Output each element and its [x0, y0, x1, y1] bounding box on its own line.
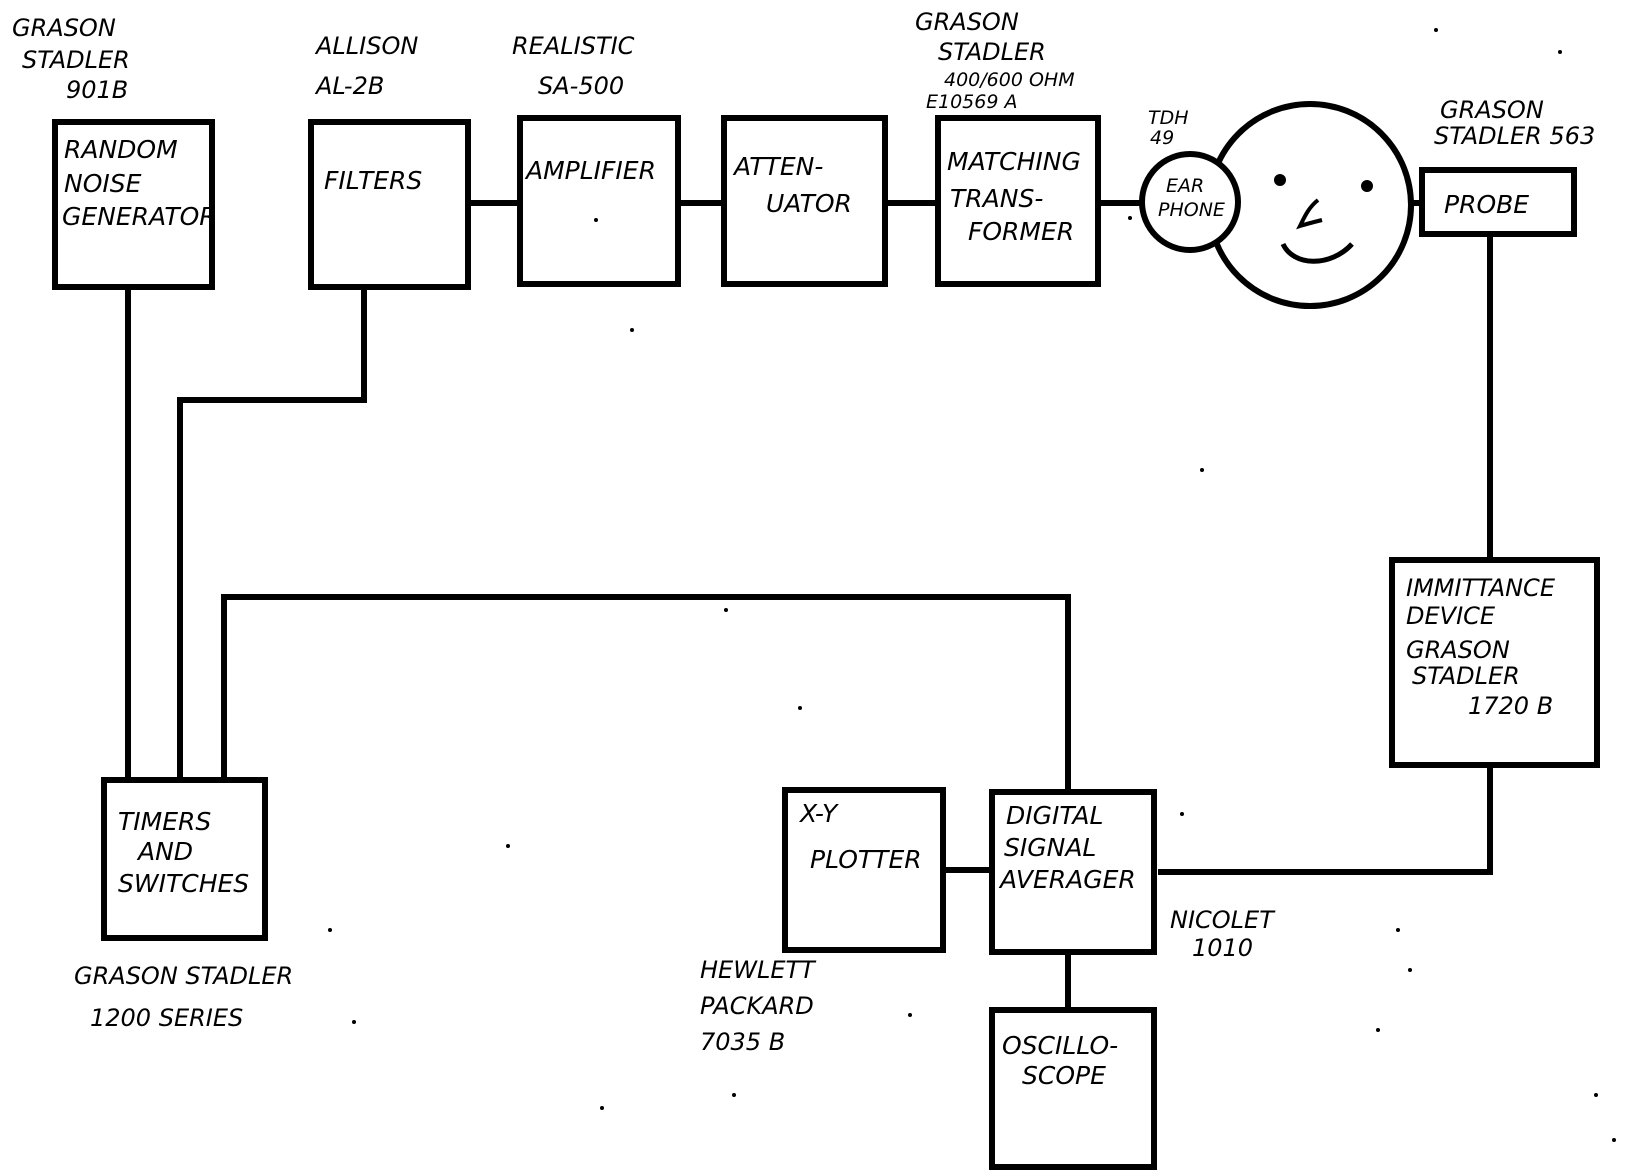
amplifier-block: AMPLIFIER [520, 118, 678, 284]
amplifier-box [520, 118, 678, 284]
earphone-text-1: EAR [1166, 175, 1204, 197]
noise-generator-label-2: STADLER [22, 46, 130, 74]
right-eye-icon [1361, 180, 1373, 192]
oscilloscope-block: OSCILLO- SCOPE [992, 1010, 1154, 1167]
probe-block: PROBE [1422, 170, 1574, 234]
plotter-text-2: PLOTTER [810, 845, 922, 874]
filters-text: FILTERS [324, 166, 422, 195]
attenuator-text-1: ATTEN- [732, 152, 823, 181]
earphone-label-2: 49 [1150, 127, 1174, 149]
probe-text: PROBE [1444, 190, 1529, 219]
speck [724, 608, 728, 612]
transformer-label-2: STADLER [938, 38, 1046, 66]
averager-text-3: AVERAGER [998, 865, 1136, 894]
wire-immittance-averager [1158, 765, 1490, 872]
immittance-text-2: DEVICE [1406, 602, 1496, 630]
transformer-block: MATCHING TRANS- FORMER [938, 118, 1098, 284]
oscilloscope-text-1: OSCILLO- [1002, 1031, 1118, 1060]
averager-block: DIGITAL SIGNAL AVERAGER [992, 792, 1154, 952]
amplifier-label-1: REALISTIC [512, 32, 635, 60]
probe-label-2: STADLER 563 [1434, 122, 1595, 150]
speck [732, 1093, 736, 1097]
wire-filters-timers [180, 285, 364, 780]
probe-label-1: GRASON [1440, 96, 1544, 124]
averager-label-1: NICOLET [1170, 906, 1276, 934]
speck [1408, 968, 1412, 972]
filters-block: FILTERS [311, 122, 468, 287]
attenuator-block: ATTEN- UATOR [724, 118, 885, 284]
timers-text-2: AND [136, 837, 193, 866]
left-eye-icon [1274, 174, 1286, 186]
wire-averager-timers [224, 597, 1068, 792]
transformer-text-1: MATCHING [947, 147, 1081, 176]
speck [1434, 28, 1438, 32]
speck [1376, 1028, 1380, 1032]
speck [506, 844, 510, 848]
speck [1396, 928, 1400, 932]
speck [328, 928, 332, 932]
speck [1558, 50, 1562, 54]
filters-label-1: ALLISON [314, 32, 418, 60]
speck [1180, 812, 1184, 816]
plotter-label-2: PACKARD [700, 992, 814, 1020]
earphone-text-2: PHONE [1158, 199, 1225, 221]
transformer-text-3: FORMER [968, 217, 1074, 246]
earphone-label-1: TDH [1148, 107, 1189, 129]
noise-generator-text-3: GENERATOR [62, 202, 217, 231]
noise-generator-text-1: RANDOM [64, 135, 178, 164]
speck [594, 218, 598, 222]
speck [1200, 468, 1204, 472]
oscilloscope-text-2: SCOPE [1022, 1061, 1106, 1090]
immittance-text-5: 1720 B [1468, 692, 1553, 720]
noise-generator-block: RANDOM NOISE GENERATOR [55, 122, 217, 287]
averager-label-2: 1010 [1192, 934, 1253, 962]
timers-block: TIMERS AND SWITCHES [104, 780, 265, 938]
immittance-text-1: IMMITTANCE [1406, 574, 1556, 602]
speck [630, 328, 634, 332]
filters-box [311, 122, 468, 287]
attenuator-text-2: UATOR [766, 189, 852, 218]
immittance-block: IMMITTANCE DEVICE GRASON STADLER 1720 B [1392, 560, 1597, 765]
amplifier-text: AMPLIFIER [524, 156, 656, 185]
timers-text-3: SWITCHES [118, 869, 249, 898]
timers-text-1: TIMERS [118, 807, 211, 836]
noise-generator-text-2: NOISE [64, 169, 142, 198]
filters-label-2: AL-2B [314, 72, 384, 100]
earphone-block: EAR PHONE [1142, 154, 1238, 250]
speck [908, 1013, 912, 1017]
timers-label-1: GRASON STADLER [74, 962, 293, 990]
plotter-label-3: 7035 B [700, 1028, 785, 1056]
speck [1594, 1093, 1598, 1097]
plotter-block: X-Y PLOTTER [785, 790, 943, 950]
speck [798, 706, 802, 710]
transformer-text-2: TRANS- [950, 184, 1043, 213]
noise-generator-label-1: GRASON [12, 14, 116, 42]
speck [1128, 216, 1132, 220]
averager-text-1: DIGITAL [1006, 801, 1103, 830]
plotter-text-1: X-Y [798, 799, 839, 828]
transformer-label-3: 400/600 OHM [944, 69, 1075, 91]
speck [352, 1020, 356, 1024]
amplifier-label-2: SA-500 [538, 72, 624, 100]
averager-text-2: SIGNAL [1004, 833, 1096, 862]
transformer-label-1: GRASON [915, 8, 1019, 36]
speck [1612, 1138, 1616, 1142]
transformer-label-4: E10569 A [926, 91, 1017, 113]
plotter-label-1: HEWLETT [700, 956, 817, 984]
immittance-text-4: STADLER [1412, 662, 1520, 690]
speck [600, 1106, 604, 1110]
immittance-text-3: GRASON [1406, 636, 1510, 664]
noise-generator-label-3: 901B [66, 76, 128, 104]
timers-label-2: 1200 SERIES [90, 1004, 243, 1032]
